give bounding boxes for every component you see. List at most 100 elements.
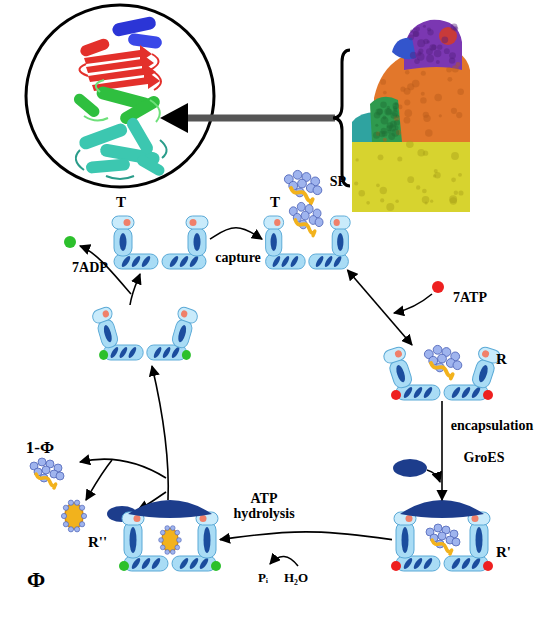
surface-texture <box>393 103 399 109</box>
edge-label: encapsulation <box>451 418 533 433</box>
surface-texture <box>378 154 384 160</box>
residue-sphere <box>81 513 86 518</box>
residue-sphere <box>74 527 79 532</box>
annotation-label: Pᵢ <box>258 571 268 585</box>
substrate-protein <box>424 345 461 378</box>
equatorial-domain <box>125 116 155 157</box>
surface-texture <box>417 149 425 157</box>
apical-wall <box>91 306 121 351</box>
domain-stripe <box>130 557 142 571</box>
residue-sphere <box>61 513 66 518</box>
annotation-label: GroES <box>464 450 505 465</box>
state-label: T <box>116 194 126 211</box>
domain-stripe <box>150 557 162 571</box>
chaperonin-glyph <box>392 500 492 572</box>
pointer-arrow <box>160 103 335 133</box>
pathway-arrow <box>427 470 440 482</box>
apical-pad <box>176 306 198 325</box>
apical-wall <box>394 512 416 558</box>
surface-texture <box>387 130 391 134</box>
state-label: R' <box>496 544 511 561</box>
equatorial-domain <box>135 153 166 178</box>
residue-sphere <box>301 211 309 220</box>
binding-site <box>102 309 110 318</box>
residue-sphere <box>159 538 164 543</box>
surface-texture <box>380 79 386 85</box>
surface-texture <box>416 185 420 189</box>
apical-pad <box>112 216 134 229</box>
apical-wall <box>112 216 134 256</box>
surface-texture <box>386 109 392 115</box>
residue-sphere <box>63 522 68 527</box>
equatorial-domain <box>76 116 167 179</box>
surface-texture <box>441 36 448 43</box>
groes-cap <box>128 500 212 518</box>
polypeptide-chain <box>431 363 453 378</box>
surface-texture <box>383 91 387 95</box>
substrate-protein <box>426 524 460 554</box>
domain-stripe <box>161 346 171 360</box>
surface-texture <box>451 152 459 160</box>
surface-texture <box>407 176 414 183</box>
residue-sphere <box>453 361 462 370</box>
surface-texture <box>447 77 452 82</box>
surface-texture <box>413 31 419 37</box>
residue-sphere <box>74 500 79 505</box>
apical-wall <box>196 512 218 558</box>
chaperonin-state: R' <box>392 500 492 572</box>
domain-stripe <box>271 255 281 269</box>
surface-texture <box>366 201 370 205</box>
residue-sphere <box>298 179 307 188</box>
surface-texture <box>456 112 462 118</box>
apical-wall <box>188 228 206 256</box>
domain-stripe <box>198 557 210 571</box>
surface-texture <box>449 195 457 203</box>
domain-stripe <box>402 527 409 553</box>
surface-texture <box>416 27 420 31</box>
surface-texture <box>359 190 366 197</box>
intermediate-domain <box>72 92 102 120</box>
ribbon-ellipse <box>26 5 214 187</box>
surface-texture <box>404 88 411 95</box>
surface-texture <box>397 157 402 162</box>
domain-stripe <box>130 255 142 269</box>
surface-texture <box>395 199 399 203</box>
polypeptide-chain <box>36 474 56 488</box>
apical-pad <box>330 216 350 229</box>
surface-texture <box>380 187 387 194</box>
surface-texture <box>373 132 380 139</box>
surface-texture <box>410 29 413 32</box>
residue-sphere <box>313 186 322 195</box>
groel-surface <box>352 20 470 212</box>
domain-stripe <box>140 255 152 269</box>
surface-texture <box>404 99 410 105</box>
apical-helix <box>111 16 162 50</box>
domain-stripe <box>412 386 424 400</box>
binding-site <box>481 349 490 358</box>
domain-stripe <box>477 364 489 383</box>
apical-wall <box>382 346 415 391</box>
residue-sphere <box>433 345 442 354</box>
surface-texture <box>446 67 452 73</box>
nucleotide-dot <box>211 561 221 571</box>
chaperonin-glyph <box>262 214 352 270</box>
surface-texture <box>383 138 387 142</box>
nucleotide-dot <box>182 350 191 360</box>
domain-stripe <box>402 557 414 571</box>
pathway-arrow <box>394 294 432 313</box>
nucleotide-dot <box>119 561 129 571</box>
annotation-label: SP <box>330 174 346 189</box>
domain-stripe <box>280 255 290 269</box>
chaperonin-glyph <box>392 345 492 401</box>
surface-texture <box>355 158 358 161</box>
surface-texture <box>430 200 433 203</box>
substrate-protein <box>284 170 321 203</box>
domain-stripe <box>450 386 462 400</box>
pathway-arrow <box>130 274 140 305</box>
domain-stripe <box>470 557 482 571</box>
apical-wall <box>330 216 350 256</box>
domain-stripe <box>118 346 128 360</box>
apical-wall <box>198 522 216 558</box>
surface-texture <box>423 39 428 44</box>
chaperonin-glyph <box>120 500 220 572</box>
